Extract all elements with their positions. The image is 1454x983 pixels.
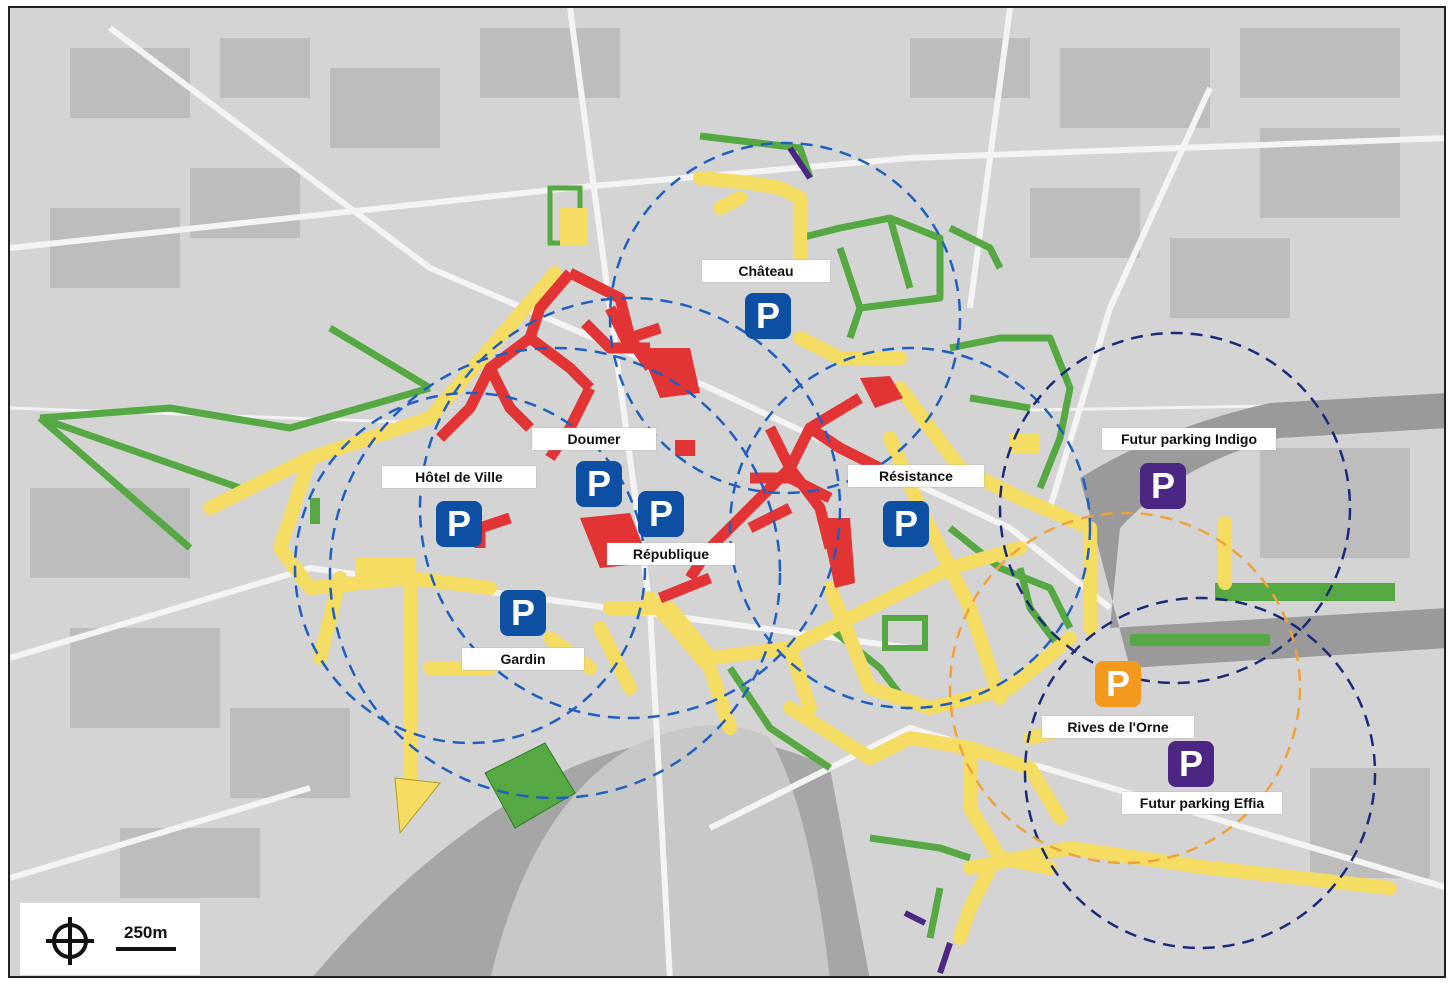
red-zone-block-5 [675,440,695,456]
building-blocks [30,28,1430,898]
coverage-circles [293,141,1377,950]
base-map[interactable] [10,8,1446,978]
yellow-zone-block-3 [560,208,588,246]
label-futur-effia[interactable]: Futur parking Effia [1122,792,1282,814]
coverage-circle-doumer [418,296,842,720]
coverage-circle-chateau [608,141,962,495]
coverage-circle-indigo [998,331,1352,685]
green-zone-block-river [1215,583,1395,601]
scale-bar [116,947,176,951]
parking-icon-futur-effia[interactable]: P [1168,741,1214,787]
label-chateau[interactable]: Château [702,260,830,282]
coverage-circle-effia [1023,596,1377,950]
parking-icon-doumer[interactable]: P [576,461,622,507]
yellow-zone-triangle [394,777,441,835]
scale-label: 250m [124,923,168,942]
purple-zone-streets [787,146,953,974]
coverage-circle-resistance [728,346,1092,710]
coverage-circle-gardin [328,346,782,800]
map-frame[interactable]: Château Doumer Hôtel de Ville République… [8,6,1446,978]
yellow-zone-block [355,558,415,584]
green-zone-block [882,615,928,651]
crosshair-compass-icon [46,917,94,965]
parking-icon-republique[interactable]: P [638,491,684,537]
label-gardin[interactable]: Gardin [462,648,584,670]
green-zone-square [484,742,576,829]
parking-icon-futur-indigo[interactable]: P [1140,463,1186,509]
label-resistance[interactable]: Résistance [848,465,984,487]
parking-icon-chateau[interactable]: P [745,293,791,339]
red-zone-block-2 [860,376,903,408]
parking-icon-rives-orne[interactable]: P [1095,661,1141,707]
green-zone-block-river-2 [1130,634,1270,646]
river-orne [1080,393,1444,668]
red-zone-block [640,348,700,398]
parking-icon-hotel-de-ville[interactable]: P [436,501,482,547]
label-rives-orne[interactable]: Rives de l'Orne [1042,716,1194,738]
parking-icon-gardin[interactable]: P [500,590,546,636]
coverage-circle-rives-orne [948,511,1302,865]
label-futur-indigo[interactable]: Futur parking Indigo [1102,428,1276,450]
scale-legend: 250m [20,903,200,975]
streets [10,8,1444,976]
label-republique[interactable]: République [607,543,735,565]
coverage-circle-hotel-de-ville [293,391,647,745]
parking-icon-resistance[interactable]: P [883,501,929,547]
yellow-zone-block-2 [1010,433,1040,453]
red-zone-block-4 [820,518,855,588]
green-zone-tiny [310,498,320,524]
label-hotel-de-ville[interactable]: Hôtel de Ville [382,466,536,488]
label-doumer[interactable]: Doumer [532,428,656,450]
